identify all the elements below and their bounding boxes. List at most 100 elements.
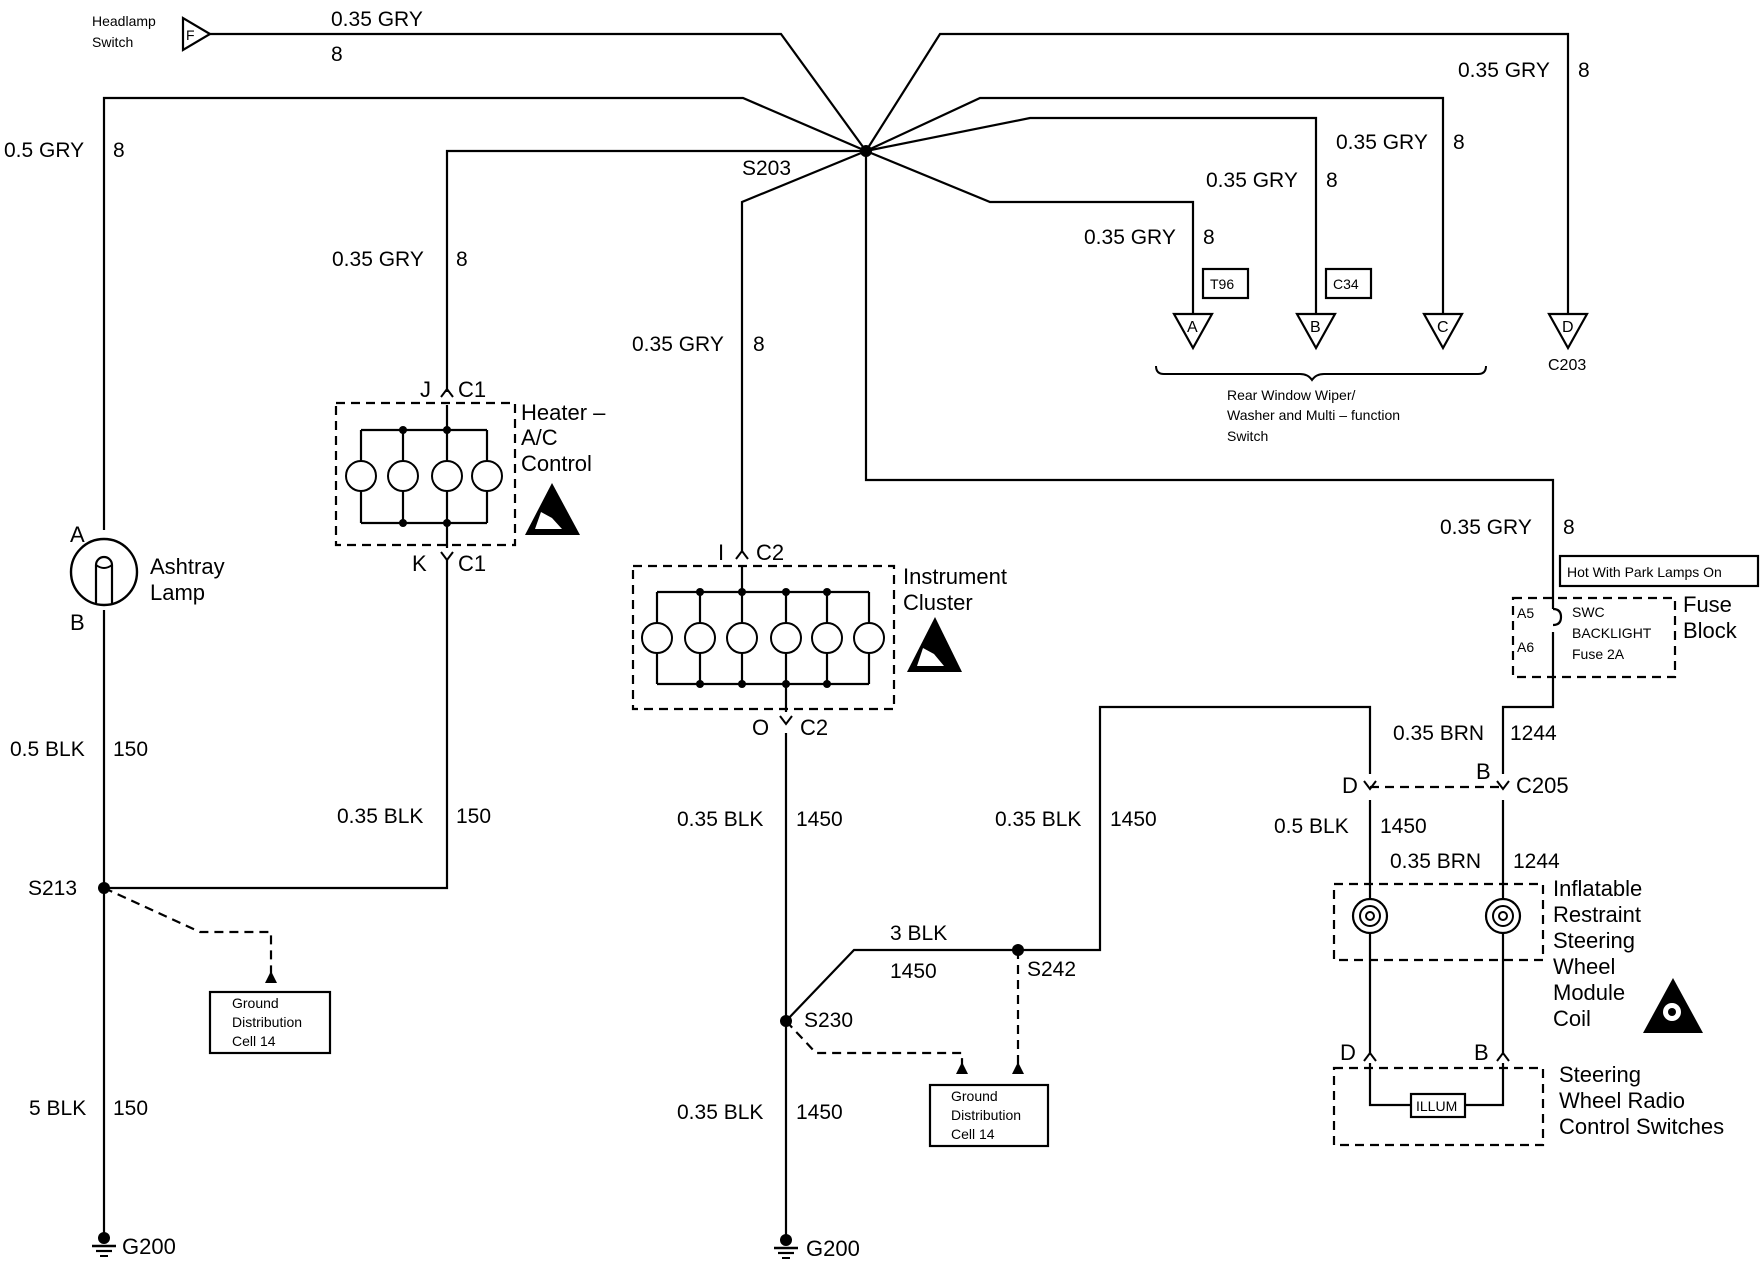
coil-right-icon (1484, 897, 1522, 935)
radio-pin-d: D (1340, 1040, 1356, 1065)
cluster-conn-c2-top: C2 (756, 540, 784, 565)
splice-s242: S242 (1027, 958, 1076, 981)
ground-dist-center-3: Cell 14 (951, 1126, 995, 1142)
cluster-pin-o: O (752, 715, 769, 740)
cluster-name-2: Cluster (903, 590, 973, 615)
label-right4-gauge: 0.35 GRY (1084, 226, 1176, 249)
wire-s242-link (785, 948, 1018, 1022)
connector-a-icon (1172, 312, 1214, 351)
wire-to-pin-c (865, 96, 1445, 314)
radio-d-chevron (1363, 1051, 1377, 1062)
illum-box (1409, 1092, 1467, 1119)
label-right4-circuit: 8 (1203, 226, 1215, 249)
label-heater-gnd-circuit: 150 (456, 805, 491, 828)
coil-outline (1332, 882, 1545, 962)
heater-name-2: A/C (521, 425, 558, 450)
label-ashtray-gnd-gauge: 0.5 BLK (10, 738, 85, 761)
fuse-block-outline (1511, 596, 1677, 679)
label-top-right-gauge: 0.35 GRY (1458, 59, 1550, 82)
instrument-cluster-outline (631, 564, 896, 711)
label-right2-circuit: 8 (1453, 131, 1465, 154)
arrow-up-icon (956, 1062, 968, 1074)
wire-heater-ground (104, 560, 449, 890)
cluster-pin-o-chevron (779, 715, 793, 726)
label-s242-link-circuit: 1450 (890, 960, 937, 983)
cluster-bulb-icon (853, 592, 885, 684)
ground-dist-center-2: Distribution (951, 1107, 1021, 1123)
cluster-bulbs (641, 588, 885, 688)
label-right2-gauge: 0.35 GRY (1336, 131, 1428, 154)
ground-dist-left-3: Cell 14 (232, 1033, 276, 1049)
label-headlamp-circuit: 8 (331, 43, 343, 66)
heater-bulb-icon (471, 430, 503, 523)
cluster-bulb-icon (641, 592, 673, 684)
heater-conn-c1-top: C1 (458, 377, 486, 402)
cluster-bulb-icon (726, 592, 758, 684)
ground-dist-left-2: Distribution (232, 1014, 302, 1030)
headlamp-connector-icon (181, 16, 213, 52)
switch-name-2: Washer and Multi – function (1227, 407, 1400, 423)
splice-s230: S230 (804, 1009, 853, 1032)
connector-c-icon (1422, 312, 1464, 351)
splice-labels: S203 S213 S230 S242 (28, 157, 1076, 1032)
connector-c205: D B C205 (1342, 759, 1569, 798)
instrument-cluster: I C2 O C2 Instrument Cluster (641, 540, 1007, 740)
heater-pin-k: K (412, 551, 427, 576)
c205-pin-b: B (1476, 759, 1491, 784)
label-fuse-feed-gauge: 0.35 GRY (1440, 516, 1532, 539)
fuse-name-1: SWC (1572, 604, 1605, 620)
radio-pin-b: B (1474, 1040, 1489, 1065)
fuse-hot-label: Hot With Park Lamps On (1567, 564, 1722, 580)
switch-group-brace (1155, 365, 1487, 382)
label-s242-feed-gauge: 0.35 BLK (995, 808, 1081, 831)
headlamp-line2: Switch (92, 34, 133, 50)
fuse-name-2: BACKLIGHT (1572, 625, 1652, 641)
connector-b-icon (1295, 312, 1337, 351)
tag-t96: T96 (1210, 276, 1234, 292)
ashtray-pin-b: B (70, 610, 85, 635)
illum-label: ILLUM (1416, 1098, 1457, 1114)
coil-name-1: Inflatable (1553, 876, 1642, 901)
heater-ac-control: J C1 K C1 Heater – A/C Control (345, 377, 606, 576)
label-cluster-gnd-circuit: 1450 (796, 808, 843, 831)
arrow-up-icon (1012, 1062, 1024, 1074)
ground-center: G200 (774, 1234, 860, 1261)
arrow-up-icon (265, 971, 277, 983)
ground-dist-left-box (208, 990, 332, 1055)
radio-b-chevron (1496, 1051, 1510, 1062)
label-heater-feed-gauge: 0.35 GRY (332, 248, 424, 271)
switch-name-1: Rear Window Wiper/ (1227, 387, 1355, 403)
switch-name-3: Switch (1227, 428, 1268, 444)
label-top-right-circuit: 8 (1578, 59, 1590, 82)
ashtray-lamp: A B Ashtray Lamp (69, 522, 225, 635)
fuse-block-name-1: Fuse (1683, 592, 1732, 617)
ground-left: G200 (92, 1232, 176, 1259)
connector-d-icon (1547, 312, 1589, 351)
label-cluster-main-gnd-circuit: 1450 (796, 1101, 843, 1124)
fuse-hot-box (1558, 554, 1760, 588)
wire-to-c203 (865, 32, 1570, 314)
ground-dist-center-1: Ground (951, 1088, 998, 1104)
cluster-conn-c2-bot: C2 (800, 715, 828, 740)
coil-name-6: Coil (1553, 1006, 1591, 1031)
wire-s242-feed (1018, 705, 1372, 952)
cluster-bulb-icon (770, 592, 802, 684)
label-ashtray-feed-circuit: 8 (113, 139, 125, 162)
splice-s203-dot (860, 145, 872, 157)
ground-distribution-left: Ground Distribution Cell 14 (208, 971, 332, 1055)
connector-pin-a: A (1187, 319, 1198, 336)
splice-s213: S213 (28, 877, 77, 900)
connector-pin-c: C (1437, 319, 1449, 336)
label-coil-blk-circuit: 1450 (1380, 815, 1427, 838)
tag-c34: C34 (1333, 276, 1359, 292)
label-cluster-main-gnd-gauge: 0.35 BLK (677, 1101, 763, 1124)
ashtray-filament (94, 555, 114, 603)
esd-warning-icon (525, 483, 580, 535)
c205-d-chevron (1363, 780, 1377, 791)
ashtray-name-2: Lamp (150, 580, 205, 605)
heater-bulbs (345, 426, 503, 527)
wire-headlamp-feed (205, 32, 867, 152)
heater-conn-c1-bot: C1 (458, 551, 486, 576)
heater-bulb-icon (387, 430, 419, 523)
